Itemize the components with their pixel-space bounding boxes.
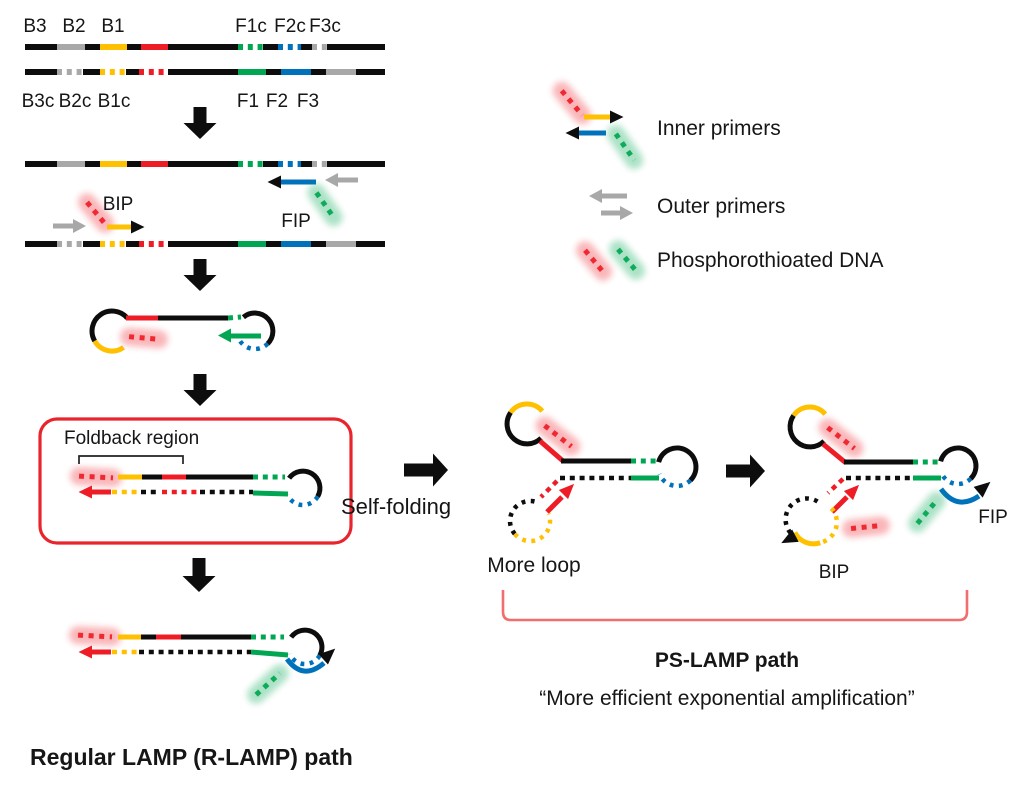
- legend: Inner primers Outer primers Phosphorothi…: [552, 81, 883, 281]
- fip-extension-arrowhead-icon: [318, 648, 336, 665]
- foldback-bracket-icon: [78, 455, 184, 464]
- bip-label: BIP: [819, 562, 850, 583]
- ps-dna-green-glow: [908, 491, 946, 533]
- segment-label-b3: B3: [23, 16, 46, 37]
- r-lamp-product: Regular LAMP (R-LAMP) path: [30, 626, 353, 770]
- segment-label-f3: F3: [297, 91, 319, 112]
- dumbbell-intermediate: [89, 308, 276, 354]
- ps-dna-red-glow: [842, 516, 890, 538]
- segment-label-f2c: F2c: [274, 16, 306, 37]
- ps-dna-green-glow: [247, 664, 289, 704]
- more-loop-label: More loop: [487, 554, 580, 577]
- ps-dna-green-glow: [307, 183, 343, 227]
- legend-ps-dna-label: Phosphorothioated DNA: [657, 249, 883, 272]
- segment-label-f2: F2: [266, 91, 288, 112]
- ps-dna-red-glow: [70, 467, 122, 487]
- segment-label-f3c: F3c: [309, 16, 341, 37]
- ps-lamp-path-title: PS-LAMP path: [655, 649, 799, 672]
- segment-label-b1c: B1c: [98, 91, 131, 112]
- ps-path-bracket-icon: [501, 590, 969, 622]
- ps-dna-red-glow: [535, 416, 581, 456]
- fip-label: FIP: [978, 507, 1008, 528]
- segment-label-b2: B2: [62, 16, 85, 37]
- target-dna-template: B3 B2 B1 F1c F2c F3c B3c B2c B1c F1 F2 F…: [22, 16, 385, 112]
- extension-arrowhead-icon: [78, 485, 92, 499]
- flow-arrow-down-1: [183, 107, 217, 139]
- bip-label: BIP: [103, 194, 134, 215]
- extension-arrowhead-icon: [78, 645, 92, 659]
- legend-ps-dna-icon: [576, 240, 645, 281]
- foldback-highlight-box: [38, 417, 353, 545]
- ps-lamp-path-quote: “More efficient exponential amplificatio…: [539, 687, 914, 710]
- self-folding-label: Self-folding: [341, 494, 451, 519]
- ps-lamp-path-caption: PS-LAMP path “More efficient exponential…: [501, 590, 969, 710]
- flow-arrow-down-4: [182, 558, 216, 592]
- loop-primer-green-arrow: [218, 328, 261, 343]
- self-folding-arrow: [404, 453, 448, 487]
- ps-dna-red-glow: [818, 418, 864, 458]
- loop-extension-red-arrow: [830, 484, 860, 514]
- segment-label-f1c: F1c: [235, 16, 267, 37]
- legend-outer-primers-label: Outer primers: [657, 195, 785, 218]
- ps-lamp-structure: FIP BIP: [781, 404, 1008, 583]
- segment-label-b3c: B3c: [22, 91, 55, 112]
- fip-primer: FIP: [267, 173, 358, 232]
- bip-extension-arrowhead-icon: [781, 529, 799, 544]
- fip-arrowhead-icon: [267, 175, 281, 189]
- segment-label-b2c: B2c: [59, 91, 92, 112]
- primer-annealing-step: BIP FIP: [25, 164, 385, 244]
- r-lamp-path-title: Regular LAMP (R-LAMP) path: [30, 744, 353, 770]
- flow-arrow-down-3: [183, 374, 217, 406]
- foldback-region-label: Foldback region: [64, 428, 199, 449]
- outer-primer-f3-arrow-icon: [325, 173, 358, 187]
- ps-dna-red-glow: [69, 626, 121, 646]
- bip-arrowhead-icon: [131, 220, 145, 234]
- ps-dna-red-glow: [120, 327, 168, 349]
- ps-step-arrow: [726, 454, 765, 488]
- ps-dna-red-glow: [78, 193, 114, 233]
- outer-primer-b3-arrow-icon: [53, 219, 86, 233]
- segment-label-f1: F1: [237, 91, 259, 112]
- fip-extension-arrowhead-icon: [973, 481, 991, 498]
- more-loop-structure: More loop: [487, 401, 699, 577]
- legend-inner-primers-icon: [552, 81, 644, 170]
- foldback-structure-box: Foldback region: [38, 417, 353, 545]
- flow-arrow-down-2: [183, 259, 217, 291]
- bip-primer: BIP: [53, 193, 145, 234]
- fip-label: FIP: [281, 211, 311, 232]
- self-folding-step: Self-folding: [341, 453, 451, 519]
- loop-extension-red-arrow: [545, 483, 575, 514]
- segment-label-b1: B1: [101, 16, 124, 37]
- legend-inner-primers-label: Inner primers: [657, 117, 781, 140]
- legend-outer-primers-icon: [589, 189, 633, 220]
